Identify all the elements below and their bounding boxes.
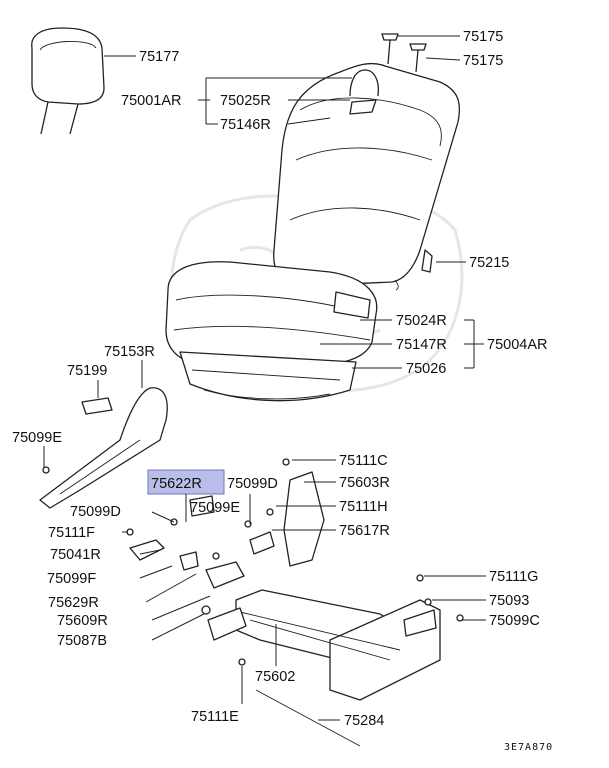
label-75147r: 75147R xyxy=(396,337,447,353)
label-75617r: 75617R xyxy=(339,523,390,539)
label-75175-lower: 75175 xyxy=(463,53,503,69)
drawing-code: 3E7A870 xyxy=(504,742,553,753)
side-cover xyxy=(39,387,168,509)
label-75093: 75093 xyxy=(489,593,529,609)
label-75153r: 75153R xyxy=(104,344,155,360)
label-75175-upper: 75175 xyxy=(463,29,503,45)
label-75177: 75177 xyxy=(139,49,179,65)
label-75004ar: 75004AR xyxy=(487,337,547,353)
label-75041r: 75041R xyxy=(50,547,101,563)
seat-track-frame xyxy=(126,458,464,747)
label-75284: 75284 xyxy=(344,713,384,729)
label-75111f: 75111F xyxy=(48,525,95,541)
headrest xyxy=(31,27,105,135)
label-75099d-left: 75099D xyxy=(70,504,121,520)
part-labels: 75175 75175 75177 75001AR 75025R 75146R … xyxy=(12,29,553,753)
label-75087b: 75087B xyxy=(57,633,107,649)
label-75111c: 75111C xyxy=(339,453,388,469)
label-75099e-center: 75099E xyxy=(190,500,240,516)
label-75111h: 75111H xyxy=(339,499,388,515)
label-75001ar: 75001AR xyxy=(121,93,181,109)
label-75602: 75602 xyxy=(255,669,295,685)
label-75609r: 75609R xyxy=(57,613,108,629)
highlight-box xyxy=(147,469,225,495)
label-75099e-left: 75099E xyxy=(12,430,62,446)
label-75199: 75199 xyxy=(67,363,107,379)
label-75025r: 75025R xyxy=(220,93,271,109)
label-75024r: 75024R xyxy=(396,313,447,329)
label-75099c: 75099C xyxy=(489,613,540,629)
label-75622r: 75622R xyxy=(151,476,202,492)
label-75099f: 75099F xyxy=(47,571,96,587)
label-75099d-right: 75099D xyxy=(227,476,278,492)
label-75146r: 75146R xyxy=(220,117,271,133)
seat-cushion xyxy=(165,261,378,402)
label-75215: 75215 xyxy=(469,255,509,271)
label-75111e: 75111E xyxy=(191,709,239,725)
label-75629r: 75629R xyxy=(48,595,99,611)
leader-lines xyxy=(43,35,486,721)
headrest-guide-pins xyxy=(381,33,427,73)
label-75603r: 75603R xyxy=(339,475,390,491)
label-75111g: 75111G xyxy=(489,569,538,585)
seat-back xyxy=(273,62,461,291)
label-75026: 75026 xyxy=(406,361,446,377)
